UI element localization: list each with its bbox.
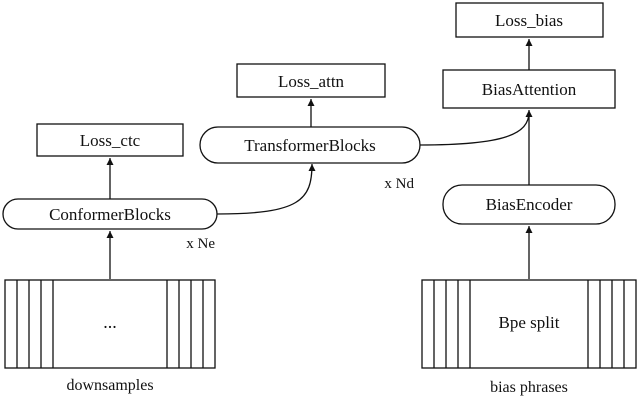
- bias-encoder-label: BiasEncoder: [486, 195, 573, 214]
- conformer-repeat-label: x Ne: [186, 236, 215, 252]
- loss-attn-label: Loss_attn: [278, 72, 345, 91]
- arrow-conformer-to-transformer: [216, 163, 316, 215]
- downsample-feature-block: ...: [4, 279, 216, 369]
- loss-bias-node: [455, 2, 604, 38]
- transformer-blocks-label: TransformerBlocks: [244, 136, 376, 155]
- transformer-repeat-label: x Nd: [384, 176, 414, 192]
- conformer-blocks-label: ConformerBlocks: [49, 205, 171, 224]
- arrow-transformer-to-bias-attention: [419, 111, 530, 146]
- loss-ctc-node: [36, 123, 184, 157]
- bpe-split-label: Bpe split: [499, 313, 560, 332]
- bias-phrases-caption: bias phrases: [490, 379, 568, 396]
- loss-attn-node: [236, 63, 386, 98]
- downsamples-caption: downsamples: [66, 377, 153, 394]
- bias-attention-node: [442, 69, 616, 109]
- bias-feature-block: Bpe split: [421, 279, 637, 369]
- loss-bias-label: Loss_bias: [495, 11, 563, 30]
- bias-attention-label: BiasAttention: [482, 80, 577, 99]
- downsample-ellipsis: ...: [103, 312, 117, 332]
- loss-ctc-label: Loss_ctc: [80, 131, 141, 150]
